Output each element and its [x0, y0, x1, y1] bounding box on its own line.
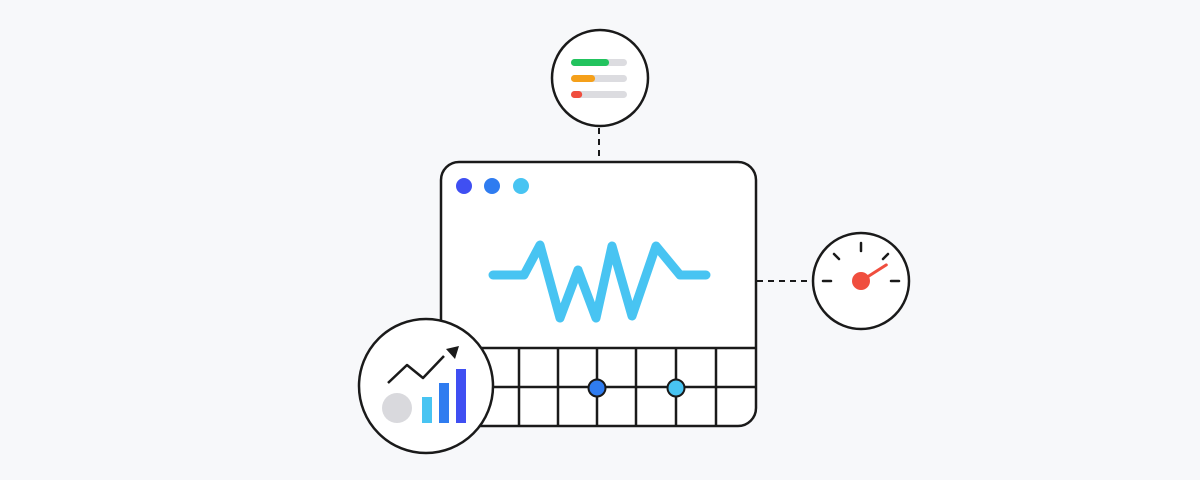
growth-bubble	[357, 317, 495, 455]
status-bar-red	[571, 91, 583, 98]
trend-arrow-head	[446, 346, 459, 359]
window-dot-1	[456, 178, 472, 194]
chart-disc	[382, 393, 412, 423]
monitoring-window-icon	[439, 160, 758, 428]
speedometer-gauge-icon	[811, 231, 911, 331]
status-bar-orange	[571, 75, 596, 82]
gauge-hub	[852, 272, 870, 290]
status-bar-green	[571, 59, 610, 66]
status-bar-red-track	[571, 91, 627, 98]
gauge-ticks	[821, 241, 901, 283]
grid-marker-cyan	[666, 378, 686, 398]
trend-line	[387, 355, 445, 384]
window-dot-3	[513, 178, 529, 194]
grid-marker-blue	[587, 378, 607, 398]
window-dot-2	[484, 178, 500, 194]
chart-bar-2	[439, 383, 449, 423]
status-bars-icon	[550, 28, 650, 128]
growth-chart-icon	[357, 317, 495, 455]
waveform-icon	[488, 240, 711, 323]
chart-bar-1	[422, 397, 432, 423]
chart-bar-3	[456, 369, 466, 423]
